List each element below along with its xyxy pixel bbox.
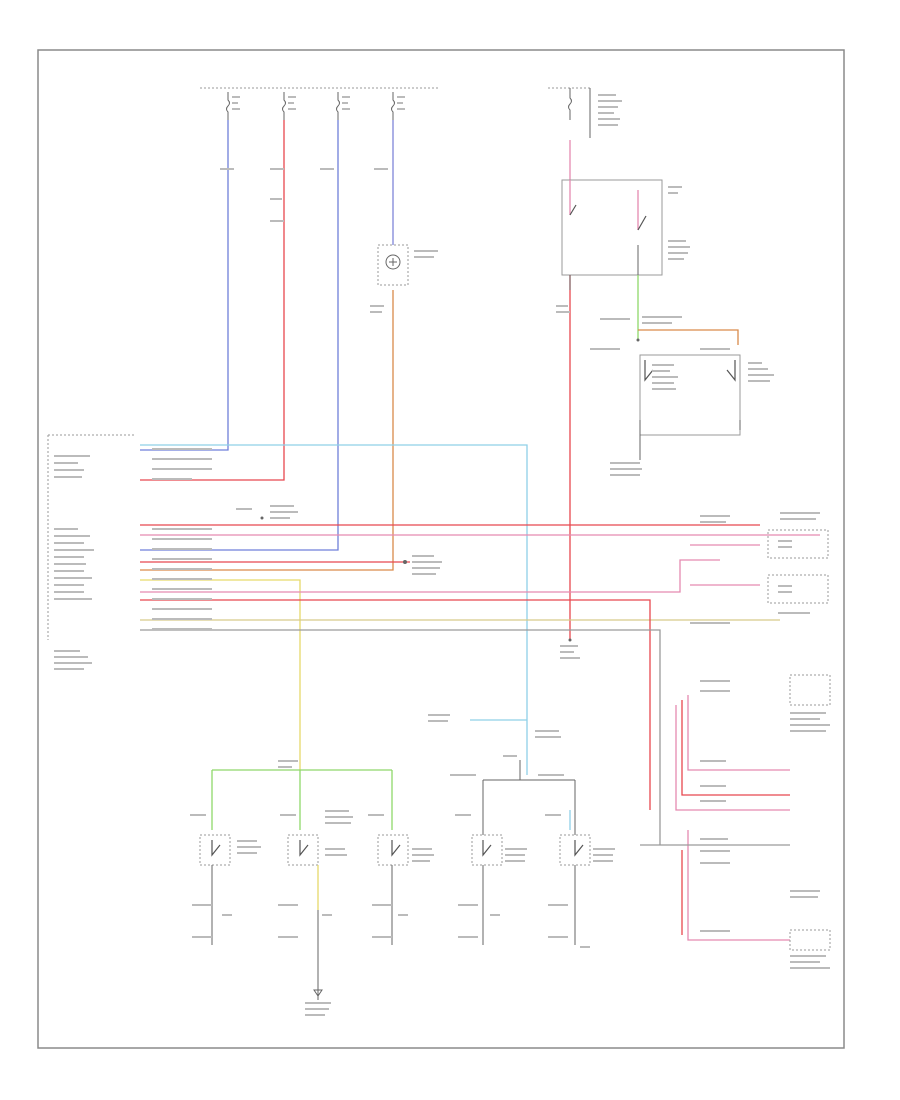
wire-blue-1 [140,120,229,451]
wires-top [140,120,571,775]
photocell-component [377,244,438,286]
fuse-group-top [200,87,622,138]
splice-dots [260,338,640,642]
wire-blue-2 [140,120,339,551]
wires-bcm [140,524,820,845]
ground-symbol [305,989,331,1016]
switch-1 [199,834,231,945]
bcm-connector [47,434,135,670]
right-bundle [640,674,831,969]
wire-lightblue-1 [140,444,528,775]
switch-3 [377,834,409,945]
wire-red-1 [140,120,285,481]
door-lock-actuators-right [767,512,829,614]
switch-5 [559,780,591,945]
relay-block [561,179,739,345]
wire-orange-1 [140,290,394,571]
switch-2 [287,834,319,1000]
bottom-switches [190,760,615,1016]
switch-block-mid-right [639,354,774,460]
center-module [428,714,575,781]
switch-4 [471,780,503,945]
diagram-frame [37,49,845,1049]
